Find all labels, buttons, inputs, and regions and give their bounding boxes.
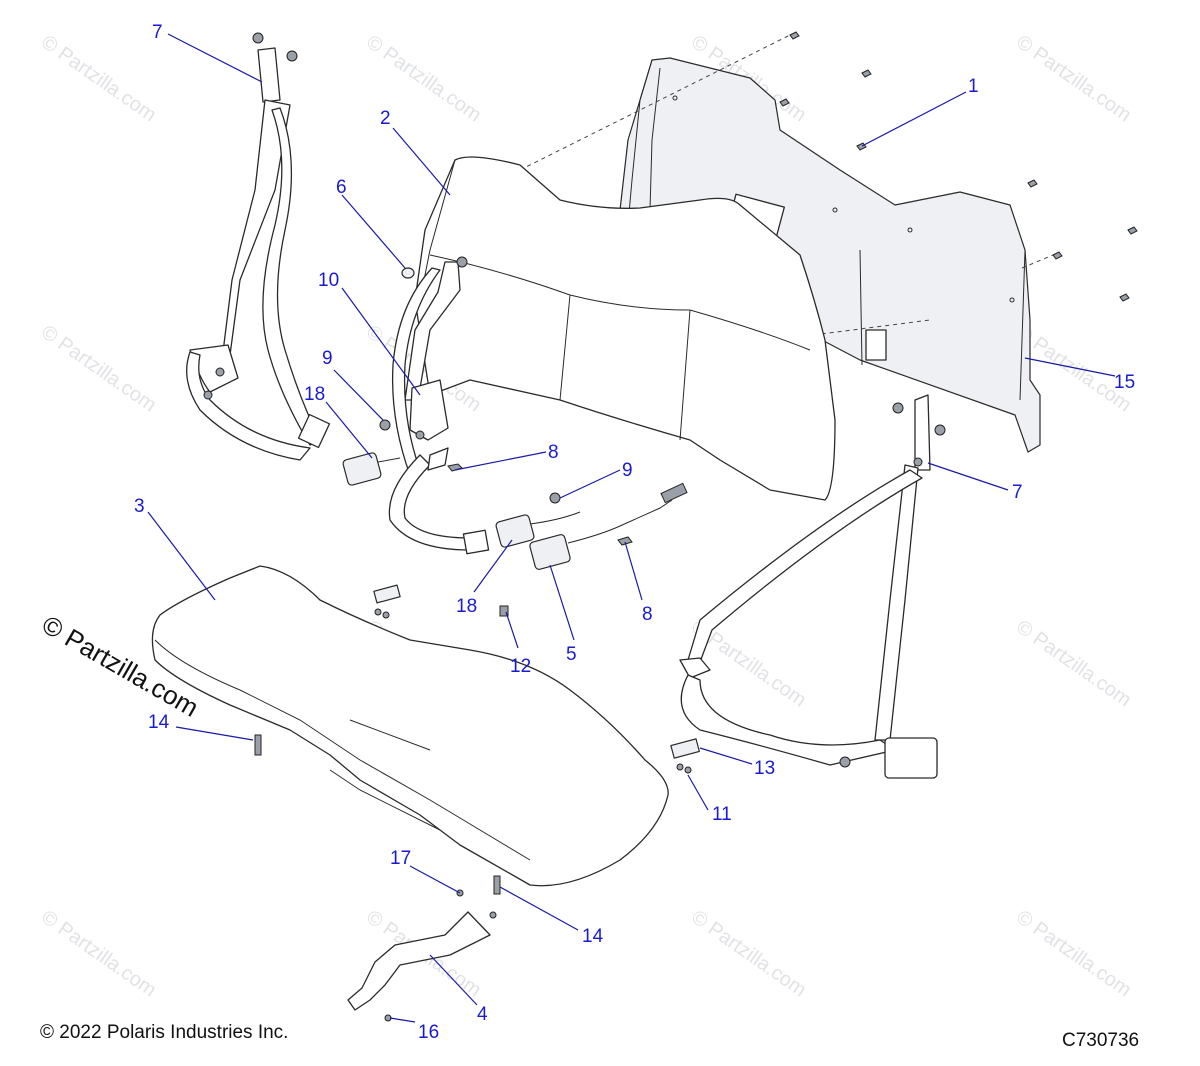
- callout-14: 14: [148, 712, 170, 733]
- seat-mount-bracket: [347, 911, 491, 1011]
- watermark: © Partzilla.com: [1012, 616, 1135, 711]
- cap-plug: [401, 267, 415, 279]
- callout-18: 18: [304, 384, 325, 405]
- diagram-code: C730736: [1062, 1030, 1139, 1051]
- callout-3: 3: [134, 496, 145, 517]
- watermark: © Partzilla.com: [1012, 31, 1135, 126]
- right-seatbelt: [679, 394, 946, 779]
- assembly-line: [1021, 254, 1054, 269]
- callout-8: 8: [548, 442, 559, 463]
- left-seatbelt: [186, 32, 331, 461]
- assembly-line: [519, 34, 791, 171]
- callout-5: 6: [336, 177, 347, 198]
- callout-18-lower: 18: [456, 596, 477, 617]
- callout-labels: 7 1 2 6 10 9 18 8 15 7 9 3 18 5 8 12 14 …: [134, 22, 1135, 1043]
- callout-1: 1: [968, 76, 979, 97]
- buckles: [342, 452, 688, 570]
- callout-14-lower: 14: [582, 926, 604, 947]
- seat-back-cushion: [414, 156, 836, 501]
- callout-4: 4: [477, 1004, 488, 1025]
- watermark: © Partzilla.com: [687, 906, 810, 1001]
- callout-7-right: 7: [1012, 482, 1023, 503]
- panel-screws: [779, 31, 1138, 302]
- callout-17: 17: [390, 848, 411, 869]
- callout-2: 2: [380, 108, 391, 129]
- watermark: © Partzilla.com: [37, 321, 160, 416]
- copyright: © 2022 Polaris Industries Inc.: [40, 1022, 288, 1043]
- callout-10: 10: [318, 270, 339, 291]
- seat-clip: [670, 738, 700, 759]
- callout-6: 5: [566, 644, 577, 665]
- leader-lines: [147, 33, 1116, 1023]
- callout-11: 11: [712, 804, 732, 825]
- fasteners: [254, 419, 692, 1022]
- seat-bottom-cushion: [151, 565, 669, 887]
- callout-16: 16: [418, 1022, 439, 1043]
- callout-13: 13: [754, 758, 775, 779]
- seat-clip: [373, 584, 401, 604]
- callout-9: 9: [322, 348, 333, 369]
- callout-8-lower: 8: [642, 604, 653, 625]
- callout-7: 7: [152, 22, 163, 43]
- watermark: © Partzilla.com: [37, 31, 160, 126]
- callout-9-lower: 9: [622, 460, 633, 481]
- callout-12: 12: [510, 656, 531, 677]
- callout-15: 15: [1114, 372, 1135, 393]
- watermark: © Partzilla.com: [37, 906, 160, 1001]
- watermark: © Partzilla.com: [1012, 906, 1135, 1001]
